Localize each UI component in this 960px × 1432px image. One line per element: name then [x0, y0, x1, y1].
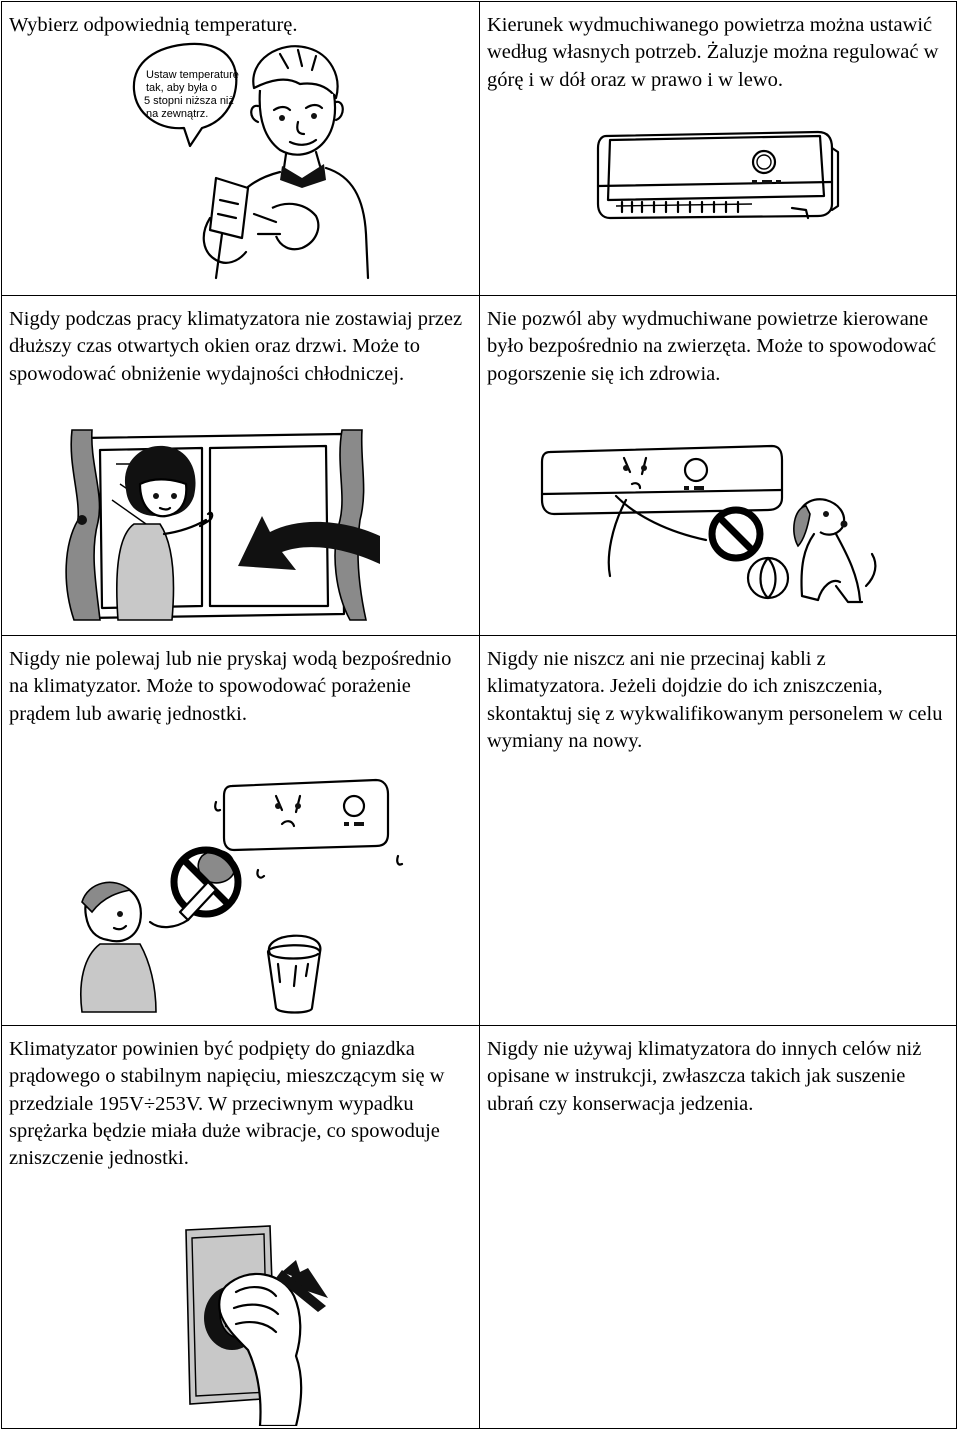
- child-spraying-water-illustration: [80, 778, 404, 1014]
- cell-power: Klimatyzator powinien być podpięty do gn…: [2, 1026, 480, 1428]
- cell-temperature: Wybierz odpowiednią temperaturę. Ustaw t…: [2, 2, 480, 296]
- bubble-line-4: na zewnątrz.: [146, 108, 208, 120]
- cell-text: Nigdy podczas pracy klimatyzatora nie zo…: [9, 308, 463, 385]
- speech-bubble-text: Ustaw temperaturę tak, aby była o 5 stop…: [144, 69, 242, 120]
- girl-at-open-window-illustration: [65, 429, 380, 621]
- bubble-line-2: tak, aby była o: [146, 82, 217, 94]
- cell-text: Kierunek wydmuchiwanego powietrza można …: [487, 14, 939, 91]
- man-with-remote-illustration: Ustaw temperaturę tak, aby była o 5 stop…: [132, 42, 370, 280]
- bubble-line-1: Ustaw temperaturę: [146, 69, 239, 81]
- cell-water: Nigdy nie polewaj lub nie pryskaj wodą b…: [2, 636, 480, 1026]
- cell-text: Nie pozwól aby wydmuchiwane powietrze ki…: [487, 308, 937, 385]
- cell-usage: Nigdy nie używaj klimatyzatora do innych…: [480, 1026, 956, 1428]
- dog-and-air-conditioner-illustration: [540, 444, 877, 604]
- bubble-line-3: 5 stopni niższa niż: [144, 95, 234, 107]
- cell-animals: Nie pozwól aby wydmuchiwane powietrze ki…: [480, 296, 956, 636]
- cell-windows: Nigdy podczas pracy klimatyzatora nie zo…: [2, 296, 480, 636]
- cell-airflow: Kierunek wydmuchiwanego powietrza można …: [480, 2, 956, 296]
- cell-text: Nigdy nie polewaj lub nie pryskaj wodą b…: [9, 648, 452, 725]
- cell-text: Wybierz odpowiednią temperaturę.: [9, 14, 298, 36]
- cell-text: Nigdy nie używaj klimatyzatora do innych…: [487, 1038, 922, 1115]
- plug-into-socket-illustration: [185, 1225, 328, 1426]
- cell-text: Klimatyzator powinien być podpięty do gn…: [9, 1038, 445, 1170]
- air-conditioner-unit-illustration: [596, 130, 840, 220]
- cell-text: Nigdy nie niszcz ani nie przecinaj kabli…: [487, 648, 943, 752]
- cell-cables: Nigdy nie niszcz ani nie przecinaj kabli…: [480, 636, 956, 1026]
